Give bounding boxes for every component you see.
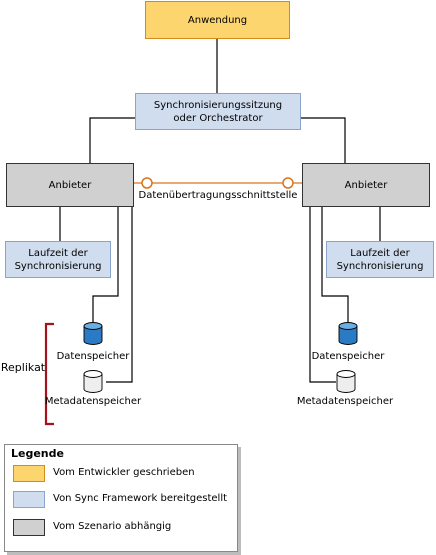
datastore-left-label: Datenspeicher: [56, 351, 130, 362]
line-right-metadata: [309, 207, 336, 383]
legend-text-framework: Von Sync Framework bereitgestellt: [53, 493, 228, 504]
metadata-right-icon: [336, 370, 356, 393]
provider-left-label: Anbieter: [48, 179, 92, 191]
provider-right-label: Anbieter: [344, 179, 388, 191]
application-node: Anwendung: [145, 1, 290, 39]
provider-left-node: Anbieter: [6, 163, 134, 207]
interface-port-left: [141, 177, 153, 189]
legend-text-developer: Vom Entwickler geschrieben: [53, 467, 195, 478]
interface-connector: [133, 177, 302, 189]
line-session-left: [89, 117, 135, 163]
provider-right-node: Anbieter: [302, 163, 430, 207]
legend-title: Legende: [11, 447, 64, 460]
runtime-right-node: Laufzeit der Synchronisierung: [326, 241, 434, 278]
runtime-right-label-line1: Laufzeit der: [350, 247, 410, 259]
legend-swatch-framework: [13, 491, 45, 508]
runtime-left-node: Laufzeit der Synchronisierung: [5, 241, 111, 278]
application-label: Anwendung: [187, 14, 248, 26]
session-node: Synchronisierungssitzung oder Orchestrat…: [135, 93, 301, 130]
legend-text-scenario: Vom Szenario abhängig: [53, 521, 172, 532]
replica-bracket: [44, 322, 54, 426]
legend-swatch-developer: [13, 465, 45, 482]
line-left-datastore: [92, 207, 119, 326]
legend-swatch-scenario: [13, 519, 45, 536]
line-right-datastore: [321, 207, 349, 326]
session-label-line2: oder Orchestrator: [173, 112, 263, 124]
line-left-metadata: [106, 207, 133, 383]
replica-label: Replikat: [0, 361, 46, 374]
interface-label: Datenübertragungsschnittstelle: [138, 190, 298, 201]
session-label-line1: Synchronisierungssitzung: [153, 99, 283, 111]
runtime-left-label-line1: Laufzeit der: [28, 247, 88, 259]
runtime-left-label-line2: Synchronisierung: [14, 260, 102, 272]
legend: Legende Vom Entwickler geschrieben Von S…: [4, 444, 238, 552]
metadata-left-icon: [83, 370, 103, 393]
datastore-left-icon: [83, 322, 103, 345]
runtime-right-label-line2: Synchronisierung: [336, 260, 424, 272]
datastore-right-icon: [338, 322, 358, 345]
metadata-right-label: Metadatenspeicher: [296, 396, 394, 407]
line-session-right: [300, 117, 346, 163]
datastore-right-label: Datenspeicher: [311, 351, 385, 362]
metadata-left-label: Metadatenspeicher: [44, 396, 142, 407]
interface-port-right: [282, 177, 294, 189]
